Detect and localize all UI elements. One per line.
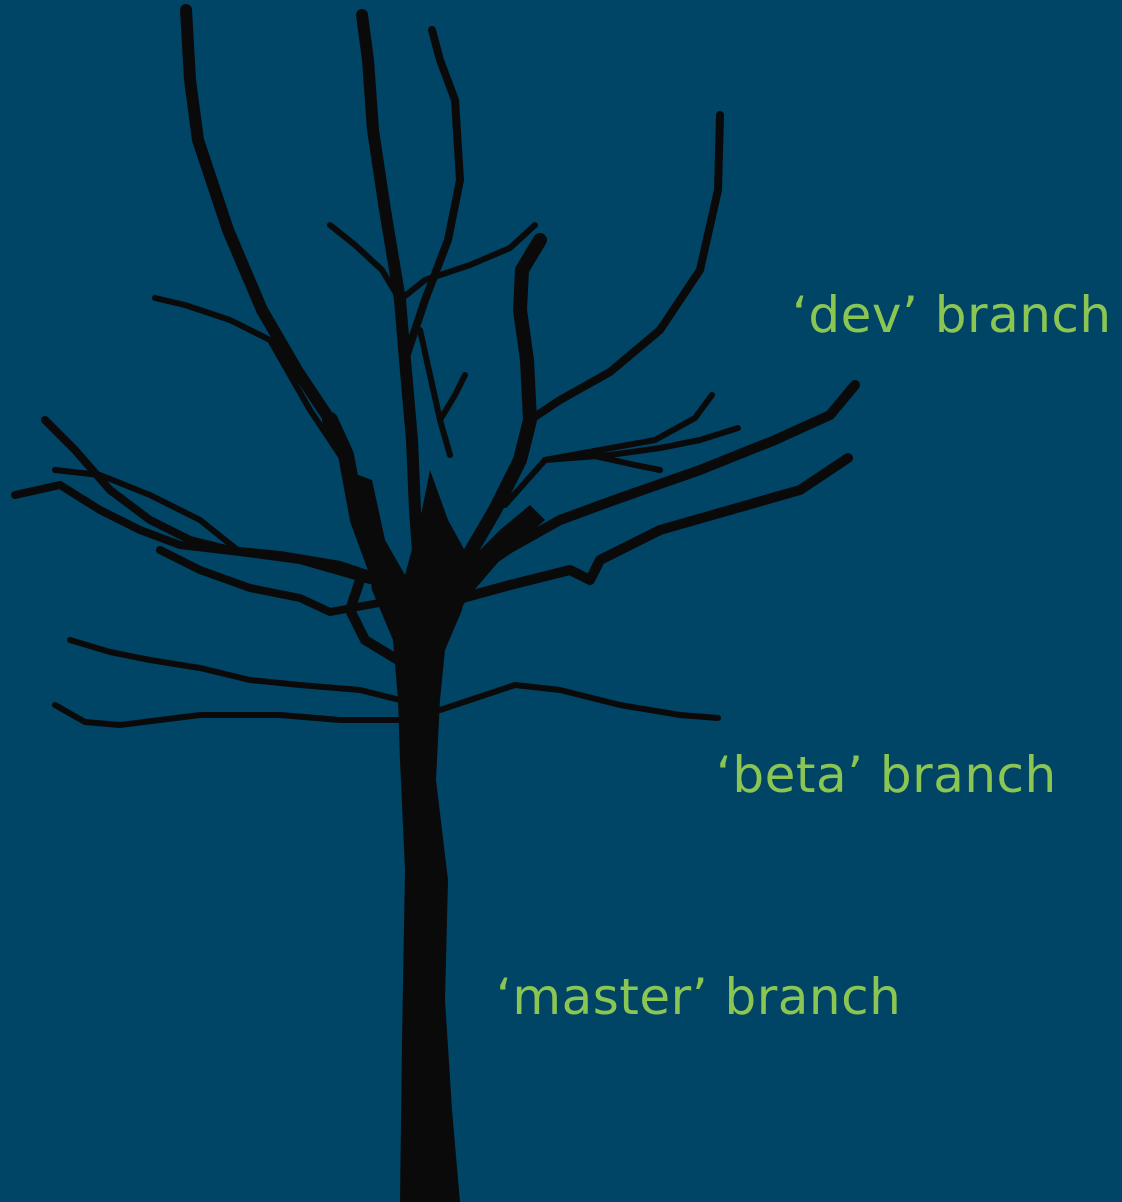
master-branch-label: ‘master’ branch	[496, 968, 902, 1026]
tree-trunk	[372, 560, 470, 1202]
beta-branch-label: ‘beta’ branch	[716, 746, 1057, 804]
tree-branches	[11, 4, 860, 728]
dev-branch-label: ‘dev’ branch	[792, 286, 1112, 344]
